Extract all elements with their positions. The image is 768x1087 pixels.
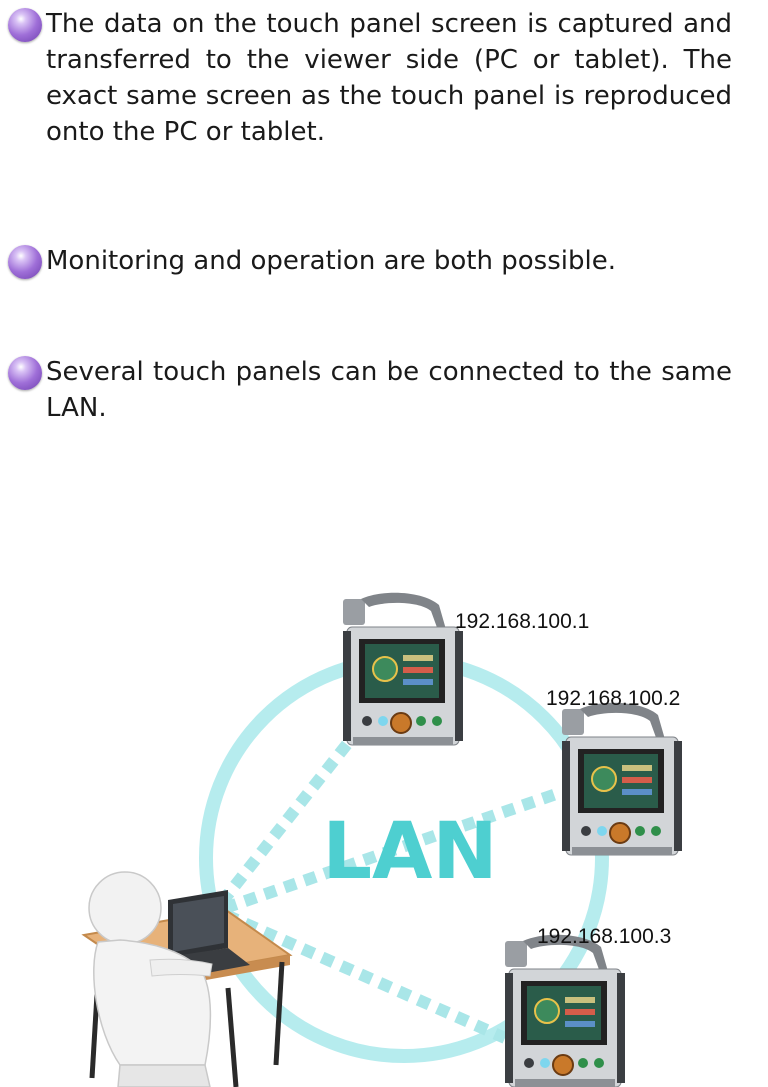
touch-panel-device (342, 591, 464, 746)
lan-connection-lines (217, 701, 564, 1044)
panel-ip-address: 192.168.100.2 (546, 687, 680, 710)
person-icon (88, 871, 213, 1087)
bullet-item-capture: The data on the touch panel screen is ca… (8, 6, 732, 150)
bullet-text: Monitoring and operation are both possib… (46, 246, 616, 276)
bullet-dot-icon (8, 356, 42, 390)
panel-ip-address: 192.168.100.1 (455, 610, 589, 633)
bullet-text: Several touch panels can be connected to… (46, 357, 732, 423)
lan-label: LAN (322, 807, 497, 897)
panel-ip-address: 192.168.100.3 (537, 925, 671, 948)
touch-panel-device (561, 701, 683, 856)
bullet-item-multiple-panels: Several touch panels can be connected to… (8, 354, 732, 426)
lan-network-diagram: LAN 192.168.100.1 192.168.100.2 192.168.… (81, 591, 683, 1087)
touch-panel-device (504, 933, 626, 1087)
bullet-dot-icon (8, 245, 42, 279)
bullet-dot-icon (8, 8, 42, 42)
bullet-text: The data on the touch panel screen is ca… (46, 9, 732, 147)
bullet-item-monitoring: Monitoring and operation are both possib… (8, 243, 732, 279)
